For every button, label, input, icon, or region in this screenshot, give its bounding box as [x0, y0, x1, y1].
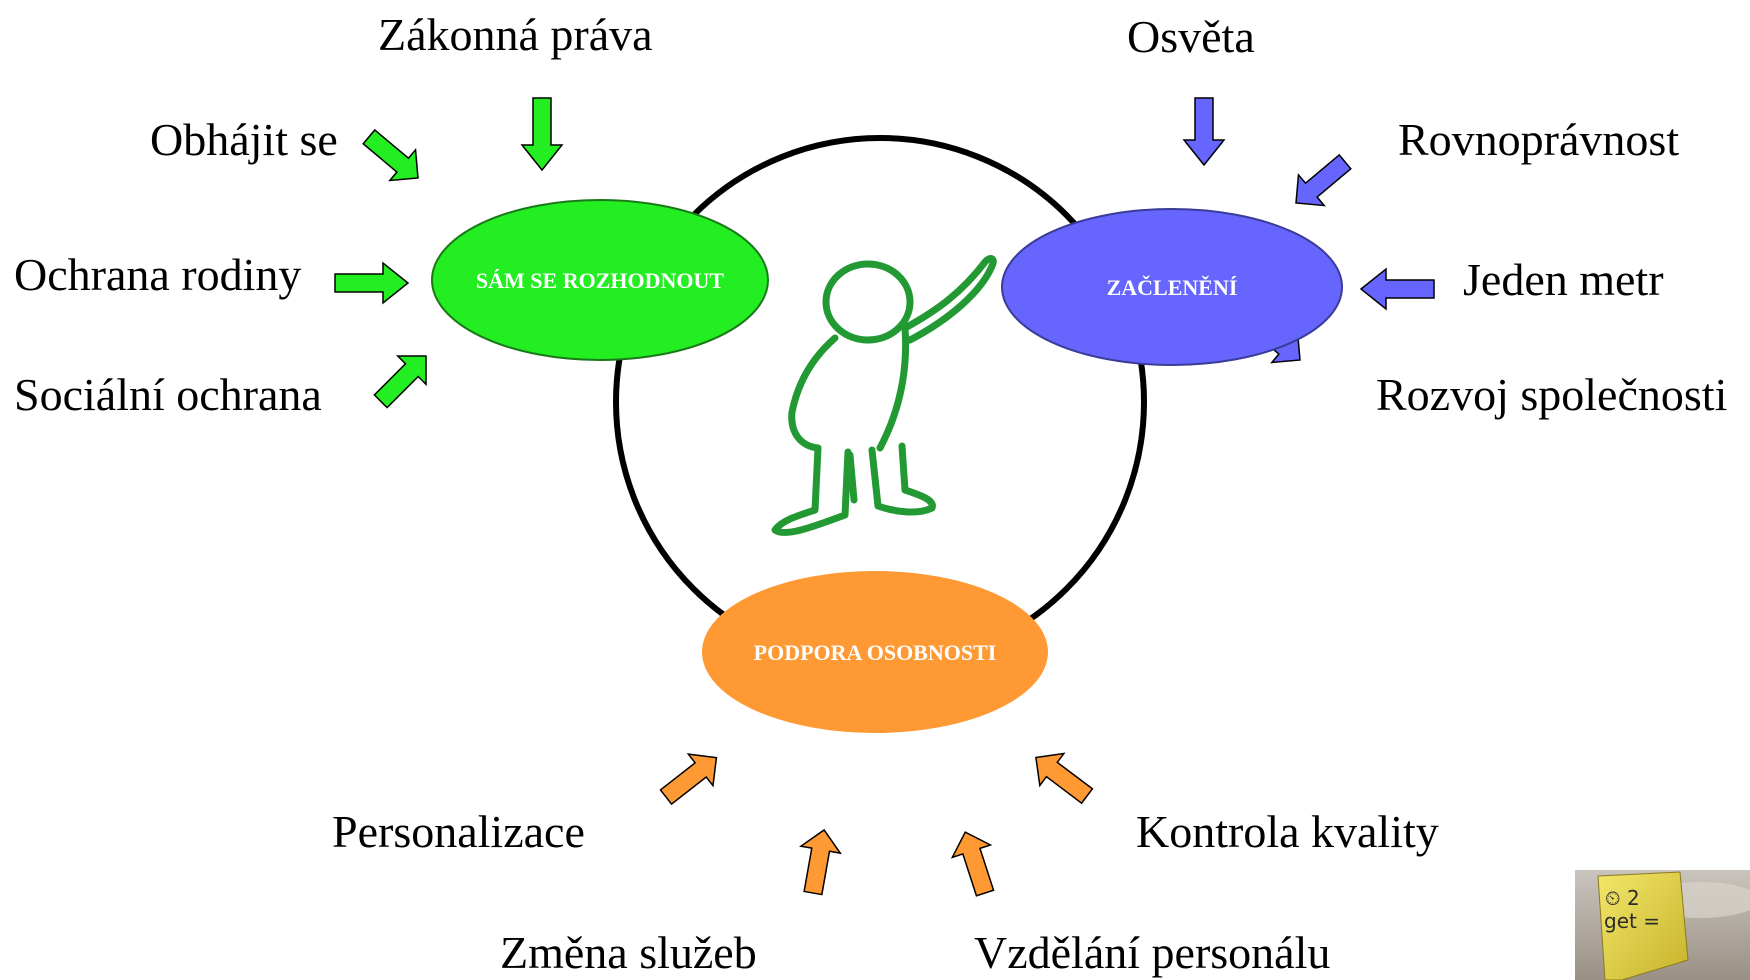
decide-arrows: [334, 97, 564, 409]
label-staff-training: Vzdělání personálu: [974, 927, 1330, 978]
bubble-inclusion: ZAČLENĚNÍ: [1001, 208, 1343, 366]
bubble-decide-label: SÁM SE ROZHODNOUT: [476, 268, 724, 293]
personality-arrows: [659, 752, 1094, 897]
bubble-decide: SÁM SE ROZHODNOUT: [431, 199, 769, 361]
arrow-self-advocacy: [362, 128, 419, 182]
label-one-metre: Jeden metr: [1463, 254, 1664, 305]
label-personalization: Personalizace: [332, 806, 585, 857]
lantern-photo: ⏲ 2 get =: [1575, 870, 1750, 980]
label-social-protection: Sociální ochrana: [14, 369, 322, 420]
arrow-quality-control: [1035, 752, 1094, 805]
label-community-development: Rozvoj společnosti: [1376, 369, 1727, 420]
arrow-legal-rights: [520, 97, 564, 172]
arrow-staff-training: [950, 831, 995, 897]
arrow-service-change: [799, 828, 842, 896]
person-figure-icon: [771, 255, 997, 536]
bubble-personality-label: PODPORA OSOBNOSTI: [754, 640, 997, 665]
arrow-personalization: [659, 753, 718, 806]
arrow-one-metre: [1359, 267, 1435, 311]
arrow-family-protection: [334, 261, 410, 305]
label-awareness: Osvěta: [1127, 11, 1255, 62]
label-family-protection: Ochrana rodiny: [14, 249, 301, 300]
arrow-social-protection: [373, 355, 427, 409]
label-quality-control: Kontrola kvality: [1136, 806, 1439, 857]
photo-caption-line1: ⏲ 2: [1605, 886, 1640, 910]
arrow-awareness: [1182, 97, 1226, 167]
label-self-advocacy: Obhájit se: [150, 114, 338, 165]
label-service-change: Změna služeb: [500, 927, 757, 978]
bubble-personality: PODPORA OSOBNOSTI: [702, 571, 1048, 733]
bubble-inclusion-label: ZAČLENĚNÍ: [1107, 275, 1238, 300]
arrow-equality: [1295, 153, 1352, 207]
label-legal-rights: Zákonná práva: [378, 9, 653, 60]
photo-caption-line2: get =: [1604, 909, 1660, 933]
label-equality: Rovnoprávnost: [1398, 114, 1679, 165]
